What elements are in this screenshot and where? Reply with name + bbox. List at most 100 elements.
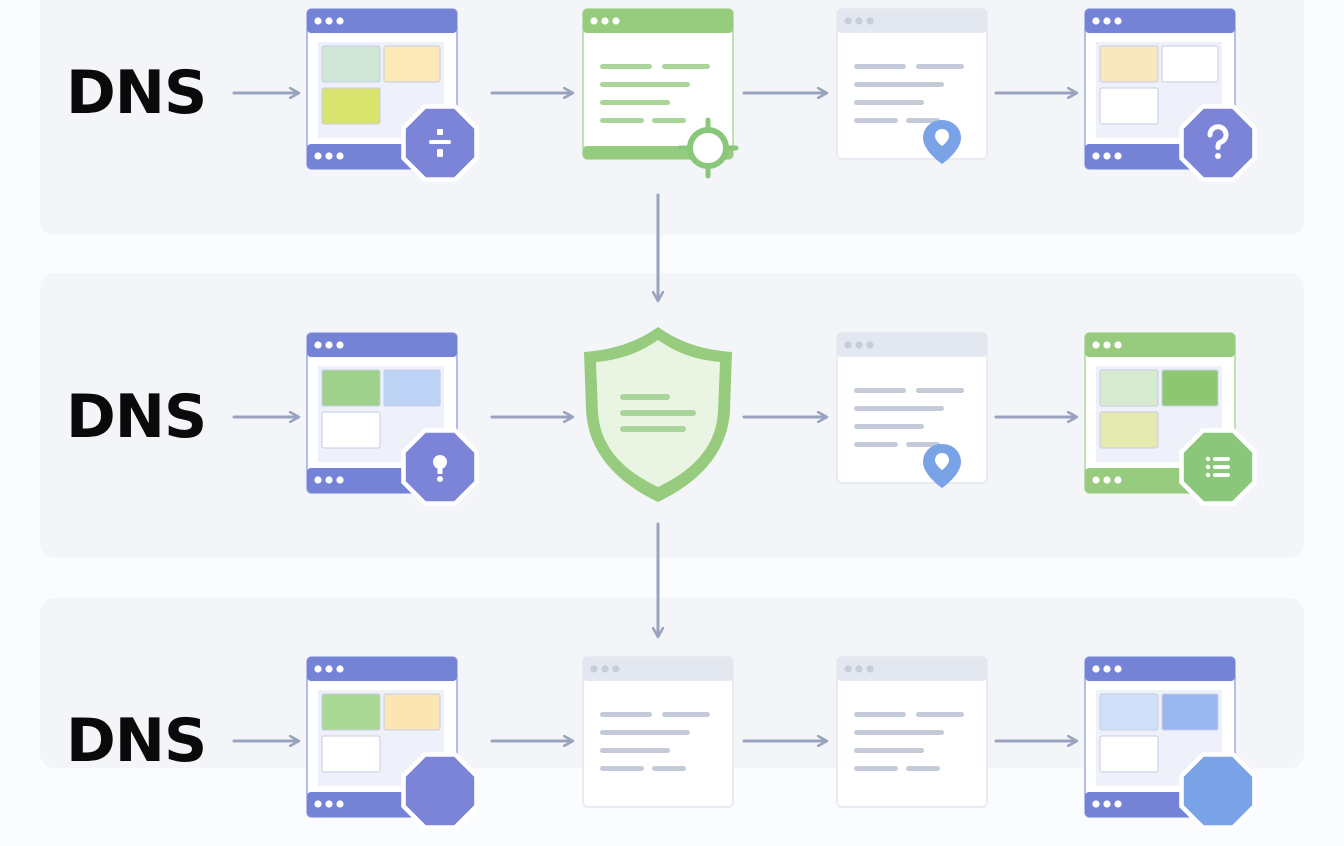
text-line <box>906 442 940 447</box>
window-dot <box>336 665 344 673</box>
browser-window-icon <box>1084 656 1257 830</box>
text-line <box>600 748 670 753</box>
window-dot <box>601 665 609 673</box>
document-window-icon <box>582 656 734 808</box>
window-dot <box>844 341 852 349</box>
title-bar <box>1085 657 1235 681</box>
text-line <box>916 712 964 717</box>
text-line <box>600 82 690 87</box>
window-dot <box>1092 476 1100 484</box>
text-line <box>916 64 964 69</box>
title-bar <box>1085 333 1235 357</box>
title-bar <box>307 9 457 33</box>
text-line <box>620 426 686 432</box>
text-line <box>600 64 652 69</box>
content-tile <box>321 87 381 125</box>
text-line <box>854 406 944 411</box>
window-dot <box>314 800 322 808</box>
flow-arrows <box>232 0 1344 750</box>
document-window-icon <box>836 656 988 808</box>
window-dot <box>1092 665 1100 673</box>
text-line <box>620 394 670 400</box>
window-dot <box>336 341 344 349</box>
browser-window-icon <box>1084 332 1257 506</box>
text-line <box>906 766 940 771</box>
content-tile <box>321 45 381 83</box>
window-dot <box>855 341 863 349</box>
status-badge <box>1183 756 1253 826</box>
flow-step-1-1 <box>306 8 486 198</box>
window-dot <box>314 476 322 484</box>
window-dot <box>590 17 598 25</box>
window-dot <box>336 800 344 808</box>
text-line <box>600 100 670 105</box>
text-line <box>662 712 710 717</box>
window-dot <box>325 476 333 484</box>
alert-icon <box>433 455 447 482</box>
flow-step-2-1 <box>306 332 486 522</box>
flow-step-3-2 <box>582 656 762 846</box>
window-dot <box>844 665 852 673</box>
content-tile <box>1099 411 1159 449</box>
window-dot <box>1114 800 1122 808</box>
window-dot <box>314 17 322 25</box>
title-bar <box>307 657 457 681</box>
status-badge <box>405 756 475 826</box>
text-line <box>600 118 644 123</box>
text-line <box>652 118 686 123</box>
window-dot <box>336 17 344 25</box>
document-window-icon <box>582 8 739 179</box>
text-line <box>662 64 710 69</box>
text-line <box>854 388 906 393</box>
window-dot <box>1092 800 1100 808</box>
text-line <box>620 410 696 416</box>
content-tile <box>1161 369 1219 407</box>
window-dot <box>1092 341 1100 349</box>
flow-step-1-4 <box>1084 8 1264 198</box>
content-tile <box>383 45 441 83</box>
title-bar <box>837 333 987 357</box>
content-tile <box>383 369 441 407</box>
content-tile <box>383 693 441 731</box>
title-bar <box>837 657 987 681</box>
list-icon <box>1205 456 1230 478</box>
browser-window-icon <box>306 656 479 830</box>
content-tile <box>1161 45 1219 83</box>
window-dot <box>1092 17 1100 25</box>
text-line <box>652 766 686 771</box>
flow-step-2-3 <box>836 332 1016 522</box>
window-dot <box>866 665 874 673</box>
row-1-dns-label: DNS <box>66 58 207 128</box>
window-dot <box>1092 152 1100 160</box>
content-tile <box>1099 735 1159 773</box>
browser-window-icon <box>306 332 479 506</box>
browser-window-icon <box>306 8 479 182</box>
flow-step-3-4 <box>1084 656 1264 846</box>
content-tile <box>1099 45 1159 83</box>
window-dot <box>866 17 874 25</box>
window-dot <box>1103 17 1111 25</box>
window-dot <box>590 665 598 673</box>
row-2-dns-label: DNS <box>66 382 207 452</box>
window-dot <box>325 17 333 25</box>
browser-window-icon <box>1084 8 1257 182</box>
window-dot <box>325 152 333 160</box>
title-bar <box>307 333 457 357</box>
text-line <box>854 64 906 69</box>
text-line <box>906 118 940 123</box>
question-icon <box>1207 124 1229 159</box>
window-dot <box>601 17 609 25</box>
window-dot <box>1114 152 1122 160</box>
shield-icon <box>584 327 732 502</box>
text-line <box>854 424 924 429</box>
filter-icon <box>429 129 451 157</box>
window-dot <box>314 665 322 673</box>
window-dot <box>325 800 333 808</box>
content-tile <box>321 735 381 773</box>
text-line <box>854 730 944 735</box>
title-bar <box>1085 9 1235 33</box>
flow-step-1-3 <box>836 8 1016 198</box>
title-bar <box>583 9 733 33</box>
flow-step-3-1 <box>306 656 486 846</box>
window-dot <box>314 341 322 349</box>
